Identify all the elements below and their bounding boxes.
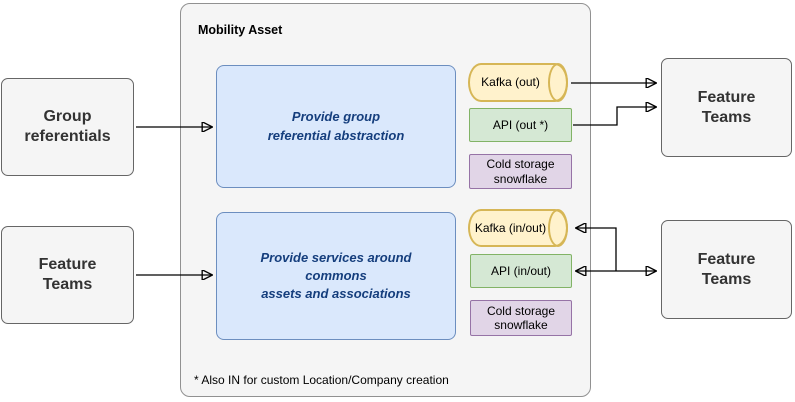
api-inout-node: API (in/out)	[470, 254, 572, 288]
cold-storage-top-label: Cold storage snowflake	[486, 157, 555, 186]
kafka-out-label: Kafka (out)	[481, 75, 540, 90]
footnote: * Also IN for custom Location/Company cr…	[194, 373, 449, 387]
group-referentials-node: Group referentials	[1, 78, 134, 176]
kafka-inout-label: Kafka (in/out)	[474, 220, 547, 235]
feature-teams-bottom-label: Feature Teams	[697, 250, 756, 288]
cylinder-cap-icon	[548, 209, 568, 247]
kafka-inout-node: Kafka (in/out)	[468, 209, 568, 247]
feature-teams-source-node: Feature Teams	[1, 226, 134, 324]
api-out-label: API (out *)	[492, 117, 549, 132]
group-referentials-label: Group referentials	[24, 108, 111, 145]
group-abstraction-service-label: Provide group referential abstraction	[267, 109, 405, 143]
api-inout-label: API (in/out)	[490, 263, 552, 278]
commons-services-label: Provide services around commons assets a…	[260, 249, 412, 302]
feature-teams-top-label: Feature Teams	[697, 88, 756, 126]
feature-teams-source-label: Feature Teams	[38, 256, 97, 293]
cold-storage-top-node: Cold storage snowflake	[469, 154, 572, 189]
feature-teams-top-node: Feature Teams	[661, 58, 792, 157]
cold-storage-bottom-label: Cold storage snowflake	[486, 303, 556, 332]
cold-storage-bottom-node: Cold storage snowflake	[470, 300, 572, 336]
commons-services-node: Provide services around commons assets a…	[216, 212, 456, 340]
mobility-asset-title: Mobility Asset	[198, 23, 283, 37]
api-out-node: API (out *)	[469, 108, 572, 142]
cylinder-cap-icon	[548, 63, 568, 102]
group-abstraction-service-node: Provide group referential abstraction	[216, 65, 456, 188]
feature-teams-bottom-node: Feature Teams	[661, 220, 792, 319]
kafka-out-node: Kafka (out)	[468, 63, 568, 102]
